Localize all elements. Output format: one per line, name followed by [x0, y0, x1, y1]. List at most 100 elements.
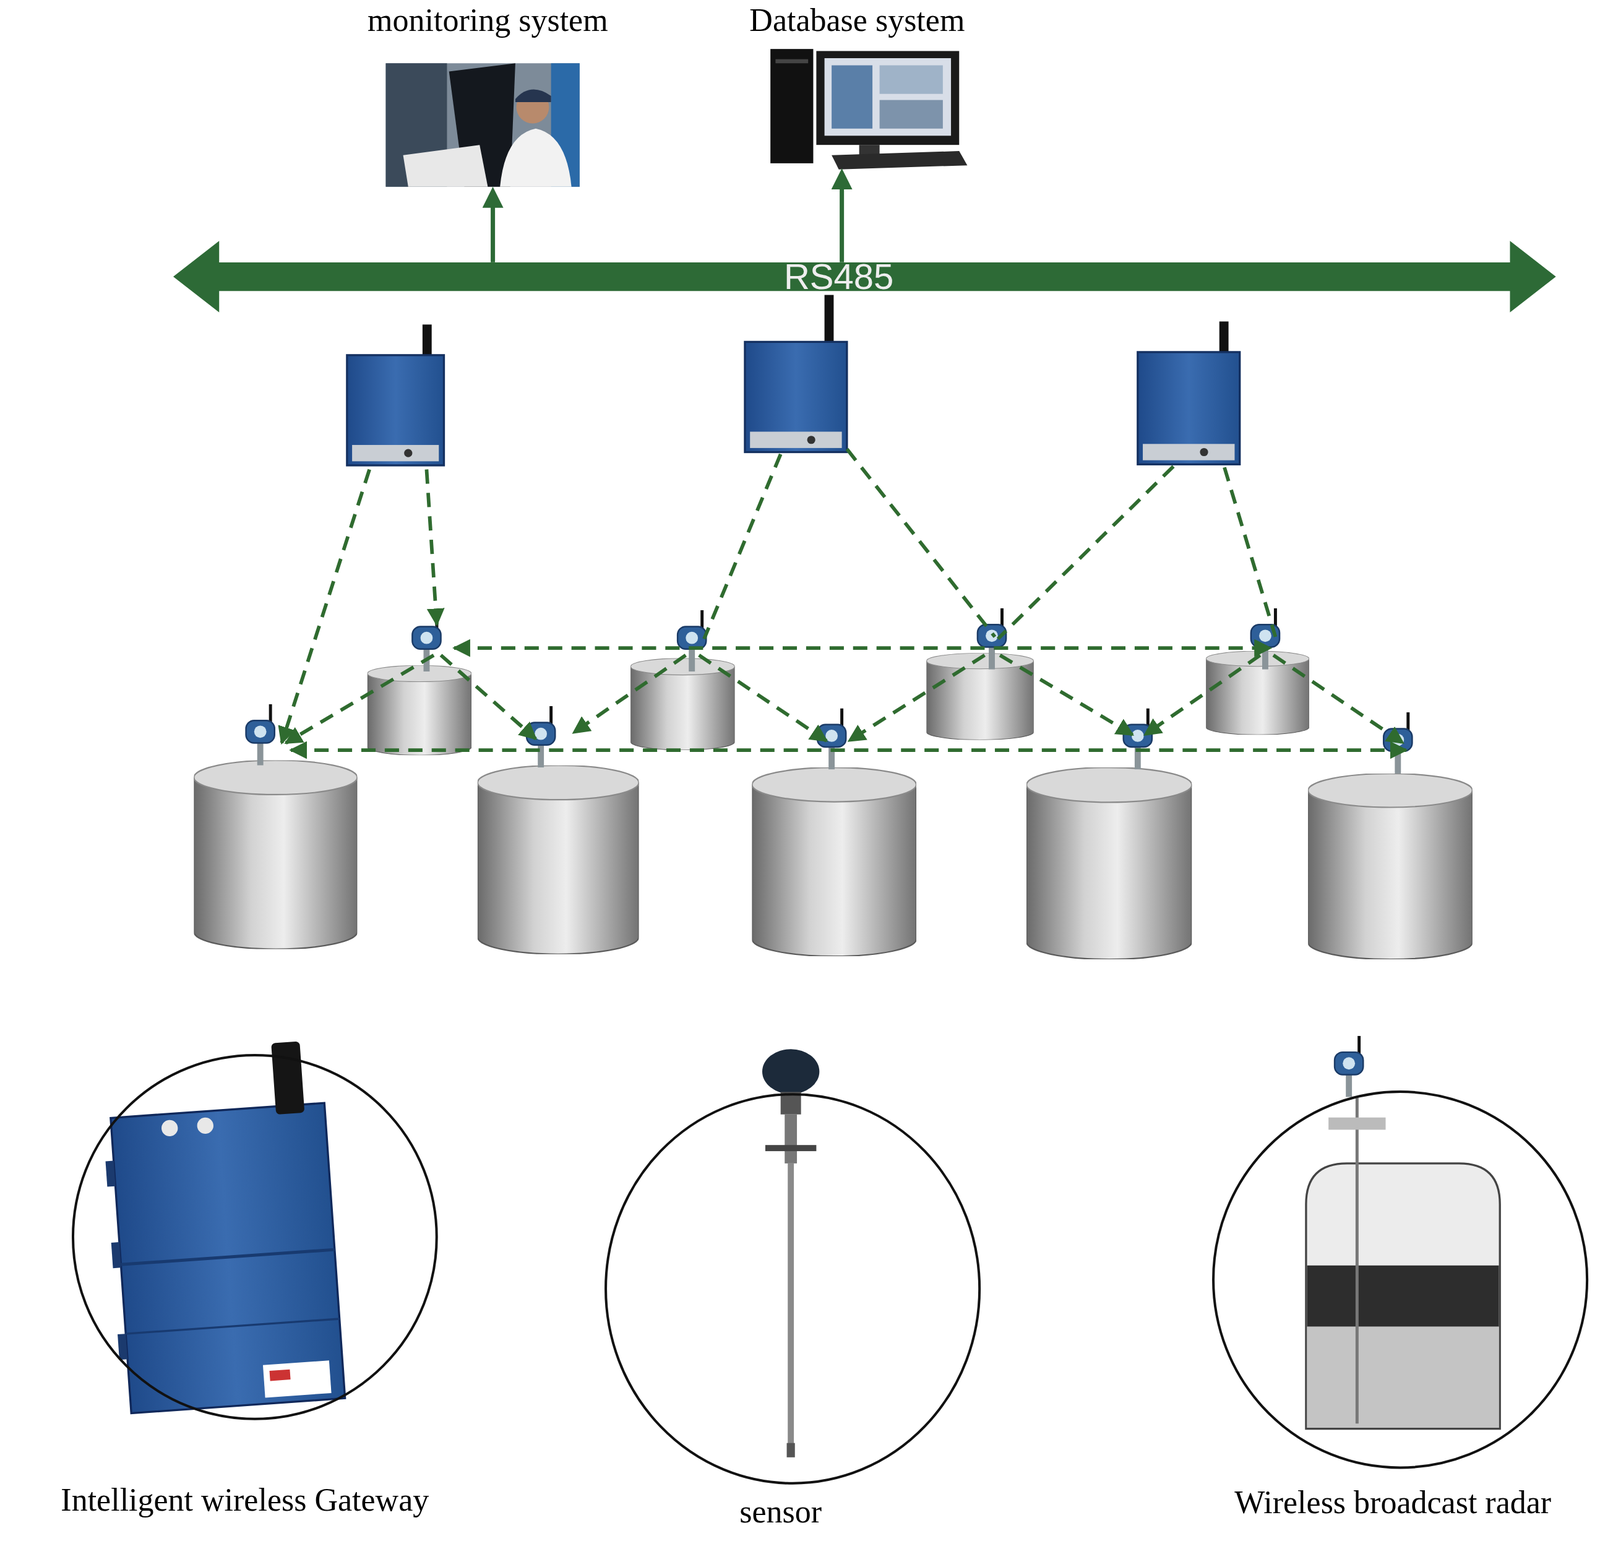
circle-outline: [73, 1054, 437, 1419]
wireless-link: [281, 449, 1406, 750]
node-label: monitoring system: [367, 2, 609, 38]
node-label: Wireless broadcast radar: [1234, 1484, 1552, 1520]
radar-closeup: [1306, 1163, 1500, 1429]
database-computer: [770, 48, 813, 164]
gateway-closeup: [105, 1160, 116, 1187]
wireless-gateway-unit: [347, 295, 1240, 466]
storage-tank: [1307, 773, 1472, 960]
wireless-gateway-unit: [1142, 443, 1235, 460]
level-transmitter: [246, 608, 1413, 774]
node-label: Intelligent wireless Gateway: [60, 1482, 429, 1518]
database-computer: [879, 100, 943, 129]
storage-tank: [193, 650, 1472, 960]
sensor-closeup: [762, 1048, 820, 1094]
circle-outline: [1213, 1091, 1588, 1467]
circle-outline: [605, 1093, 980, 1484]
gateway-closeup: [125, 1318, 340, 1334]
storage-tank: [926, 652, 1034, 740]
wireless-gateway-unit: [749, 431, 842, 448]
gateway-closeup: [120, 1249, 335, 1265]
database-computer: [816, 50, 960, 145]
gateway-closeup: [98, 1039, 346, 1414]
storage-tank: [630, 658, 735, 750]
radar-closeup: [1307, 1326, 1500, 1428]
bus-band: RS485: [173, 262, 1557, 291]
sensor-closeup: [765, 1144, 817, 1151]
database-node: Database system: [765, 45, 965, 169]
gateway-closeup: [262, 1359, 332, 1398]
node-label: sensor: [739, 1493, 822, 1529]
wireless-link: [281, 469, 370, 744]
storage-tank: [477, 765, 640, 955]
circle-outline: [1211, 1089, 1589, 1470]
level-transmitter: [1383, 712, 1412, 774]
wireless-link: [573, 655, 686, 733]
wireless-link: [847, 449, 995, 637]
bus-connector: [490, 199, 495, 263]
detail-circle: Intelligent wireless Gateway: [71, 1053, 439, 1421]
wireless-gateway-unit: [352, 444, 439, 461]
gateway-closeup: [110, 1102, 346, 1413]
gateway-closeup: [160, 1119, 179, 1137]
monitoring-node: monitoring system: [385, 63, 580, 187]
radar-closeup: [1307, 1265, 1500, 1327]
radar-closeup: [1355, 1096, 1359, 1424]
wireless-link: [290, 748, 1406, 752]
radar-closeup: [1328, 1117, 1386, 1130]
gateway-closeup: [196, 1116, 215, 1135]
database-computer: [775, 59, 809, 64]
radar-closeup: [1306, 1035, 1500, 1429]
sensor-closeup: [787, 1163, 794, 1447]
database-computer: [770, 48, 968, 170]
storage-tank: [1205, 650, 1310, 735]
detail-circle: Wireless broadcast radar: [1211, 1089, 1589, 1470]
gateway-closeup: [269, 1369, 291, 1381]
sensor-closeup: [787, 1442, 796, 1458]
circle-outline: [71, 1053, 439, 1421]
wireless-gateway-unit: [1137, 352, 1240, 465]
wireless-gateway-unit: [744, 341, 848, 452]
monitoring-photo: [403, 144, 489, 187]
wireless-link: [699, 655, 827, 742]
wireless-link: [454, 645, 1271, 650]
sensor-closeup: [762, 1048, 820, 1458]
wireless-link: [704, 454, 781, 639]
wireless-gateway-unit: [1219, 321, 1229, 354]
wireless-link: [1273, 655, 1403, 744]
database-computer: [859, 144, 880, 155]
storage-tank: [193, 760, 357, 950]
wireless-link: [426, 469, 437, 625]
bus-connector: [839, 180, 844, 263]
radar-closeup: [1334, 1035, 1364, 1097]
wireless-gateway-unit: [1199, 447, 1208, 456]
wireless-link: [848, 655, 985, 742]
database-computer: [879, 65, 943, 95]
storage-tank: [751, 767, 916, 956]
gateway-closeup: [111, 1241, 122, 1268]
monitoring-photo: [499, 128, 572, 187]
level-transmitter: [246, 704, 275, 766]
wireless-gateway-unit: [422, 324, 432, 357]
database-computer: [824, 58, 951, 136]
wireless-link: [1224, 467, 1276, 637]
storage-tank: [367, 665, 472, 755]
level-transmitter: [1123, 707, 1153, 770]
wireless-link: [441, 655, 536, 739]
monitoring-photo: [515, 89, 552, 103]
wireless-link: [285, 655, 434, 744]
sensor-closeup: [784, 1114, 797, 1164]
wireless-link: [997, 466, 1174, 640]
monitoring-photo: [386, 63, 580, 187]
wireless-gateway-unit: [347, 355, 445, 466]
wireless-link: [1144, 655, 1260, 736]
storage-tank: [1026, 767, 1192, 960]
level-transmitter: [677, 610, 706, 672]
gateway-closeup: [270, 1041, 305, 1115]
detail-circle: sensor: [603, 1092, 982, 1485]
wireless-gateway-unit: [824, 295, 835, 345]
wireless-gateway-unit: [404, 449, 413, 458]
bus-arrow: [173, 240, 1557, 312]
